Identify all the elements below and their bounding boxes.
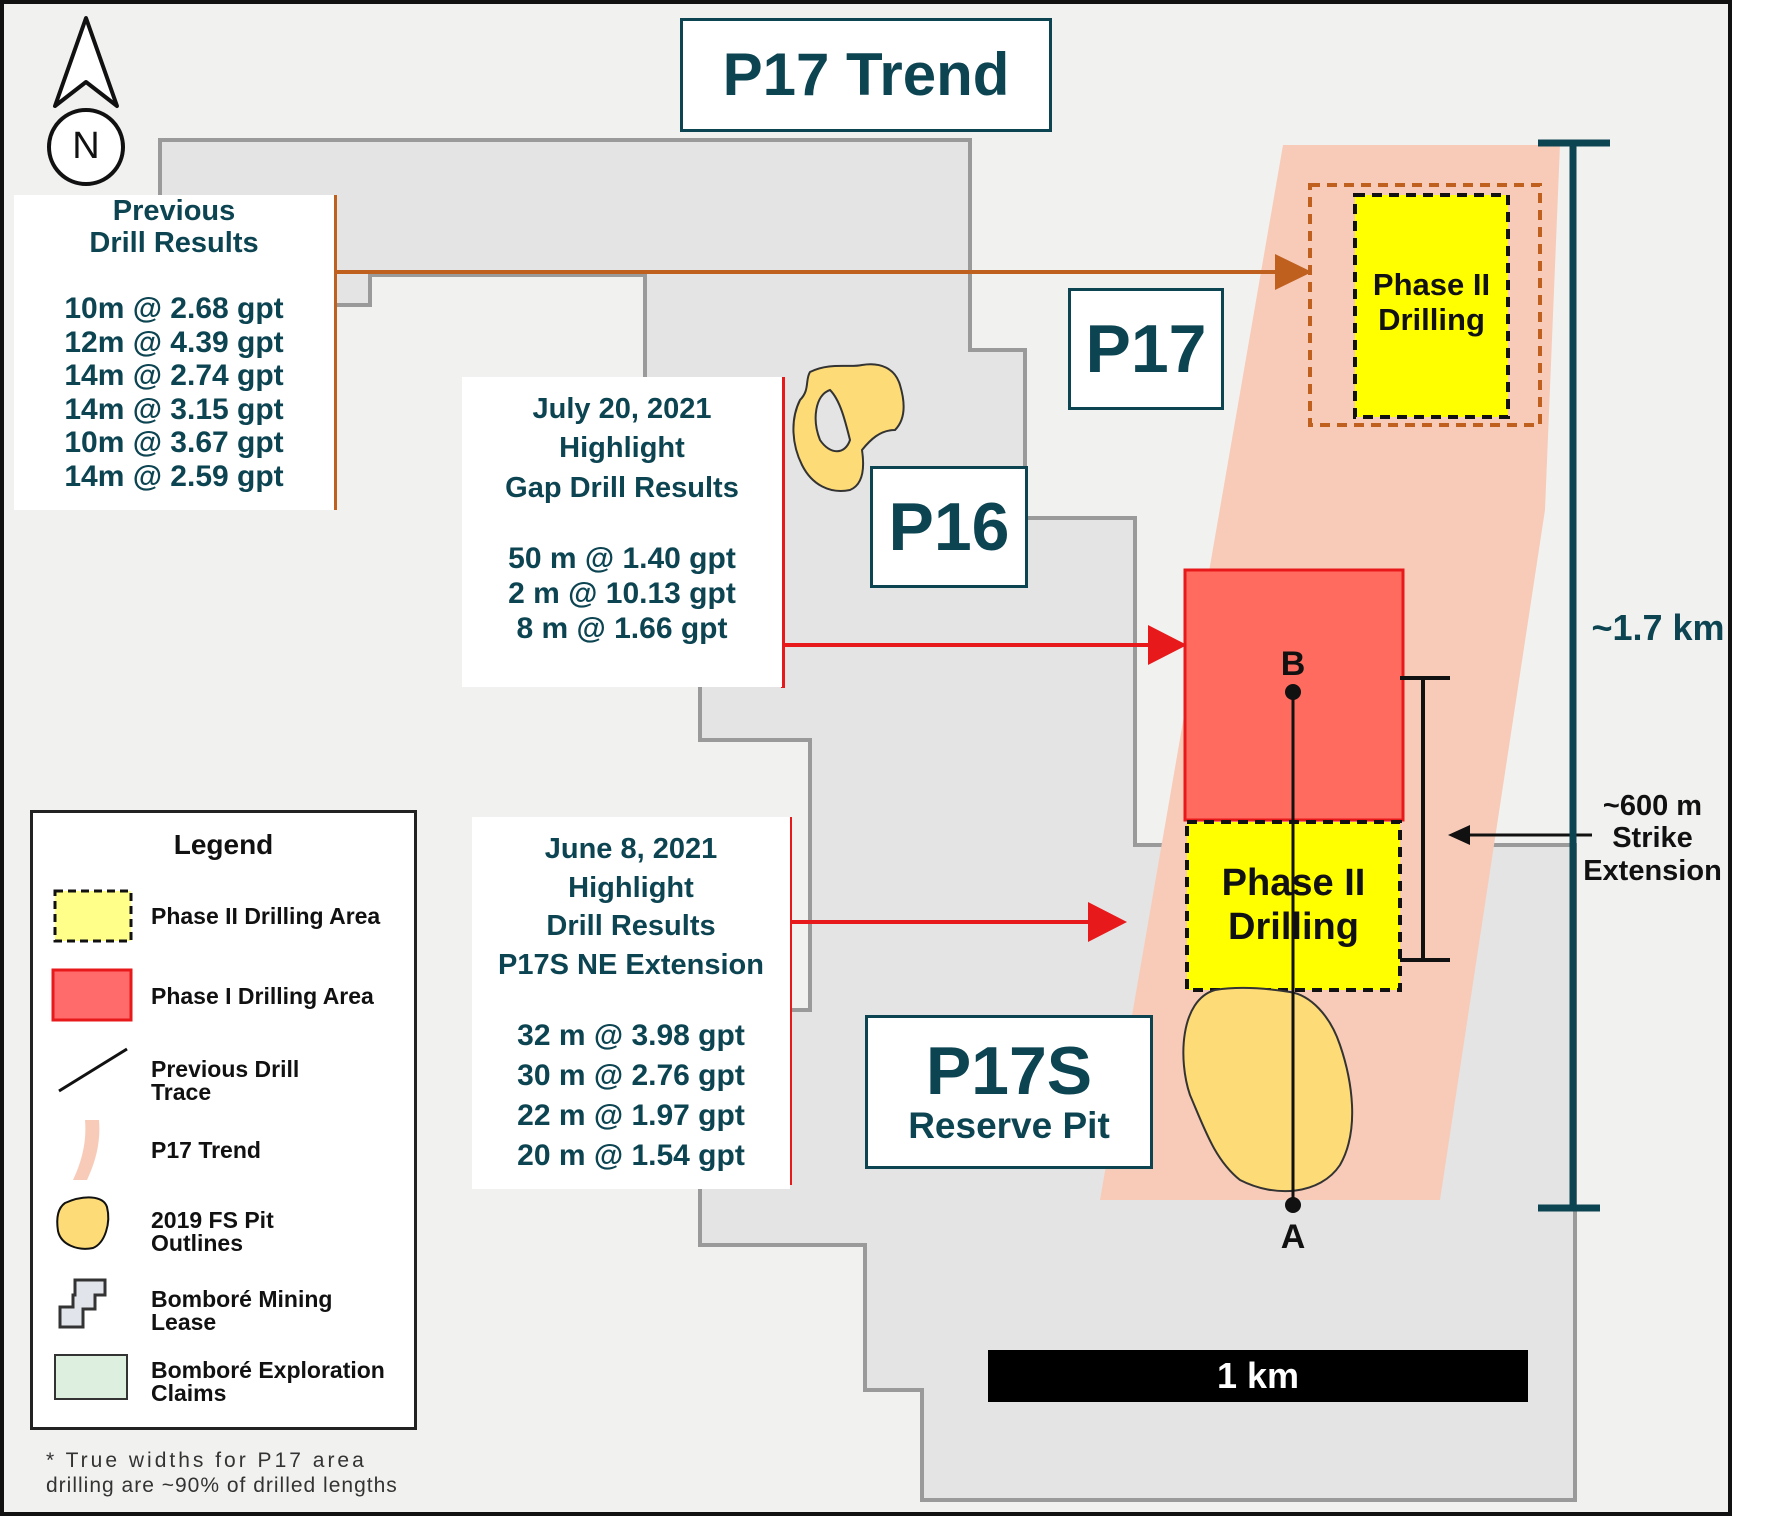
drill-point-a-marker	[1285, 1197, 1301, 1213]
june-result-row: 22 m @ 1.97 gpt	[517, 1099, 745, 1133]
june-results-title-4: P17S NE Extension	[498, 948, 764, 981]
drill-trace-icon	[58, 1047, 128, 1093]
june-results-title-1: June 8, 2021	[544, 833, 718, 865]
exploration-claims-icon	[54, 1354, 128, 1400]
p17s-label-box: P17S Reserve Pit	[865, 1015, 1153, 1169]
legend-item-phase1: Phase I Drilling Area	[151, 983, 374, 1009]
trend-swatch-icon	[73, 1120, 100, 1180]
legend-claims-line1: Bomboré Exploration	[151, 1357, 385, 1383]
legend-item-mining-lease: Bomboré Mining Lease	[151, 1288, 332, 1334]
p17s-label: P17S	[925, 1033, 1093, 1110]
north-arrow-icon	[53, 16, 119, 108]
july-result-row: 2 m @ 10.13 gpt	[508, 577, 736, 611]
legend-item-phase2: Phase II Drilling Area	[151, 903, 381, 929]
phase1-swatch-icon	[51, 968, 133, 1022]
july-results-text: July 20, 2021 Highlight Gap Drill Result…	[462, 390, 782, 647]
previous-result-row: 12m @ 4.39 gpt	[64, 325, 284, 359]
july-results-panel	[462, 377, 782, 687]
legend-item-p17-trend: P17 Trend	[151, 1137, 261, 1163]
legend-item-pit: 2019 FS Pit Outlines	[151, 1209, 274, 1255]
footnote-line1: * True widths for P17 area	[46, 1449, 367, 1472]
footnote: * True widths for P17 area drilling are …	[46, 1448, 398, 1498]
strike-pointer-arrowhead	[1448, 825, 1470, 845]
p17-label-box: P17	[1068, 288, 1224, 410]
july-results-title-3: Gap Drill Results	[505, 471, 739, 504]
page-title: P17 Trend	[722, 41, 1010, 109]
length-label: ~1.7 km	[1591, 607, 1725, 648]
north-label: N	[72, 125, 100, 167]
previous-result-row: 10m @ 3.67 gpt	[64, 426, 284, 460]
legend-drill-trace-line2: Trace	[151, 1079, 212, 1105]
p16-label: P16	[888, 489, 1010, 565]
p16-pit-outline	[792, 363, 905, 492]
june-result-row: 30 m @ 2.76 gpt	[517, 1059, 745, 1093]
june-results-panel	[472, 817, 790, 1189]
july-results-title-1: July 20, 2021	[532, 393, 712, 425]
phase2-swatch-icon	[53, 889, 133, 943]
phase2-top-drilling-area	[1353, 193, 1510, 419]
previous-results-panel	[14, 195, 334, 510]
previous-result-row: 14m @ 3.15 gpt	[64, 392, 284, 426]
previous-results-title-1: Previous	[112, 195, 236, 227]
phase2-bottom-label: Phase II Drilling	[1187, 862, 1400, 949]
july-result-row: 8 m @ 1.66 gpt	[516, 611, 728, 645]
july-result-row: 50 m @ 1.40 gpt	[508, 542, 736, 576]
strike-line-2: Strike	[1612, 822, 1693, 855]
phase2-top-outline	[1308, 183, 1542, 427]
june-result-row: 32 m @ 3.98 gpt	[517, 1019, 745, 1053]
july-results-arrowhead	[1148, 625, 1187, 665]
scale-bar-label: 1 km	[1216, 1355, 1300, 1396]
title-box: P17 Trend	[680, 18, 1052, 132]
legend-drill-trace-line1: Previous Drill	[151, 1056, 300, 1082]
previous-result-row: 14m @ 2.59 gpt	[64, 459, 284, 493]
p17s-sublabel: Reserve Pit	[908, 1105, 1110, 1147]
legend-pit-line2: Outlines	[151, 1230, 244, 1256]
drill-point-b-marker	[1285, 684, 1301, 700]
previous-results-title-2: Drill Results	[89, 227, 259, 260]
previous-results-arrowhead	[1275, 254, 1312, 290]
pit-outline-icon	[56, 1196, 110, 1250]
phase2-bottom-label-line2: Drilling	[1228, 905, 1359, 948]
june-results-title-2: Highlight	[568, 871, 694, 904]
june-results-text: June 8, 2021 Highlight Drill Results P17…	[472, 830, 790, 1176]
previous-results-text: Previous Drill Results 10m @ 2.68 gpt 12…	[14, 195, 334, 494]
phase2-top-label-line2: Drilling	[1378, 301, 1485, 337]
june-results-title-3: Drill Results	[546, 910, 716, 943]
june-result-row: 20 m @ 1.54 gpt	[517, 1138, 745, 1172]
previous-result-row: 10m @ 2.68 gpt	[64, 291, 284, 325]
point-b-label: B	[1280, 645, 1306, 683]
phase2-top-label-line1: Phase II	[1372, 267, 1491, 302]
strike-line-1: ~600 m	[1602, 790, 1703, 822]
phase2-bottom-label-line1: Phase II	[1221, 862, 1366, 904]
strike-line-3: Extension	[1583, 854, 1722, 887]
phase2-top-label: Phase II Drilling	[1355, 267, 1508, 337]
north-circle-icon	[47, 108, 125, 186]
legend-claims-line2: Claims	[151, 1380, 227, 1406]
legend-pit-line1: 2019 FS Pit	[151, 1207, 274, 1233]
scale-bar	[988, 1350, 1528, 1402]
legend-item-exploration-claims: Bomboré Exploration Claims	[151, 1359, 385, 1405]
p17-label: P17	[1085, 311, 1207, 387]
legend-title: Legend	[173, 829, 274, 860]
legend-lease-line1: Bomboré Mining	[151, 1286, 333, 1312]
previous-result-row: 14m @ 2.74 gpt	[64, 359, 284, 393]
legend-lease-line2: Lease	[151, 1309, 217, 1335]
july-results-title-2: Highlight	[559, 432, 685, 465]
point-a-label: A	[1280, 1218, 1306, 1256]
footnote-line2: drilling are ~90% of drilled lengths	[46, 1474, 398, 1498]
mining-lease-icon	[58, 1278, 107, 1329]
strike-extension-label: ~600 m Strike Extension	[1580, 790, 1725, 887]
legend-item-drill-trace: Previous Drill Trace	[151, 1058, 299, 1104]
p16-label-box: P16	[870, 466, 1028, 588]
june-results-arrowhead	[1088, 902, 1127, 942]
legend-panel: Legend Phase II Drilling Area Phase I Dr…	[30, 810, 417, 1430]
